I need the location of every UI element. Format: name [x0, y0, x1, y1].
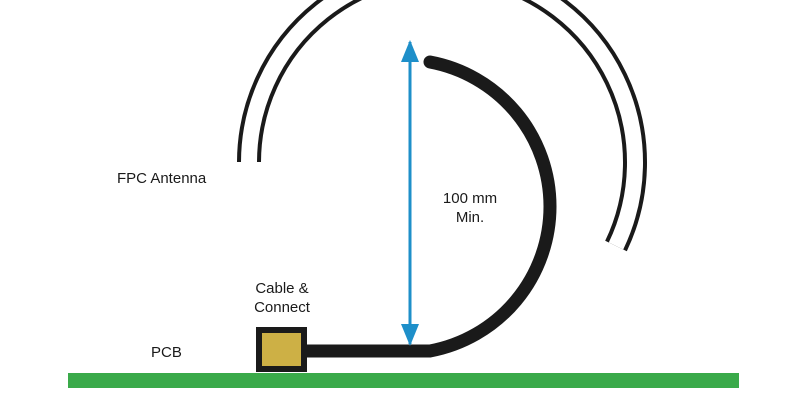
cable-connector-label-line2: Connect: [254, 299, 310, 316]
fpc-antenna: [237, 0, 647, 252]
cable-connector-label: Cable & Connect: [240, 279, 324, 317]
cable-connector-label-line1: Cable &: [255, 280, 309, 297]
minimum-distance-label: 100 mm Min.: [430, 189, 510, 227]
antenna-cable: [299, 55, 557, 358]
minimum-distance-value: 100 mm: [442, 190, 498, 207]
fpc-antenna-body: [241, 0, 643, 250]
fpc-antenna-label: FPC Antenna: [117, 170, 207, 187]
minimum-distance-qualifier: Min.: [455, 209, 485, 226]
pcb-label: PCB: [151, 344, 182, 361]
cable-connector: [256, 327, 307, 372]
pcb-board: [68, 373, 739, 388]
